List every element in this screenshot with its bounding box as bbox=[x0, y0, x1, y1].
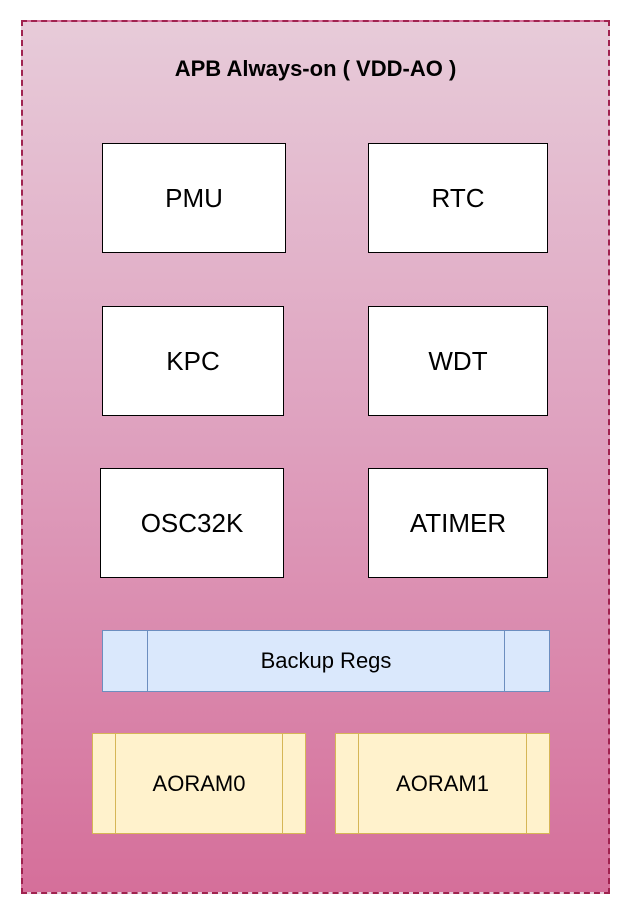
atimer-block: ATIMER bbox=[368, 468, 548, 578]
osc32k-block: OSC32K bbox=[100, 468, 284, 578]
aoram1-block: AORAM1 bbox=[335, 733, 550, 834]
wdt-block: WDT bbox=[368, 306, 548, 416]
backup-regs-block: Backup Regs bbox=[102, 630, 550, 692]
pmu-block: PMU bbox=[102, 143, 286, 253]
kpc-block: KPC bbox=[102, 306, 284, 416]
aoram0-label: AORAM0 bbox=[152, 770, 246, 796]
aoram1-left-bar bbox=[358, 734, 359, 833]
aoram0-block: AORAM0 bbox=[92, 733, 306, 834]
aoram1-label: AORAM1 bbox=[396, 770, 489, 796]
backup-regs-label: Backup Regs bbox=[260, 648, 392, 673]
aoram0-right-bar bbox=[282, 734, 283, 833]
backup-regs-right-bar bbox=[504, 631, 505, 691]
aoram0-left-bar bbox=[115, 734, 116, 833]
aoram1-right-bar bbox=[526, 734, 527, 833]
backup-regs-left-bar bbox=[147, 631, 148, 691]
rtc-block: RTC bbox=[368, 143, 548, 253]
domain-title: APB Always-on ( VDD-AO ) bbox=[174, 56, 457, 81]
